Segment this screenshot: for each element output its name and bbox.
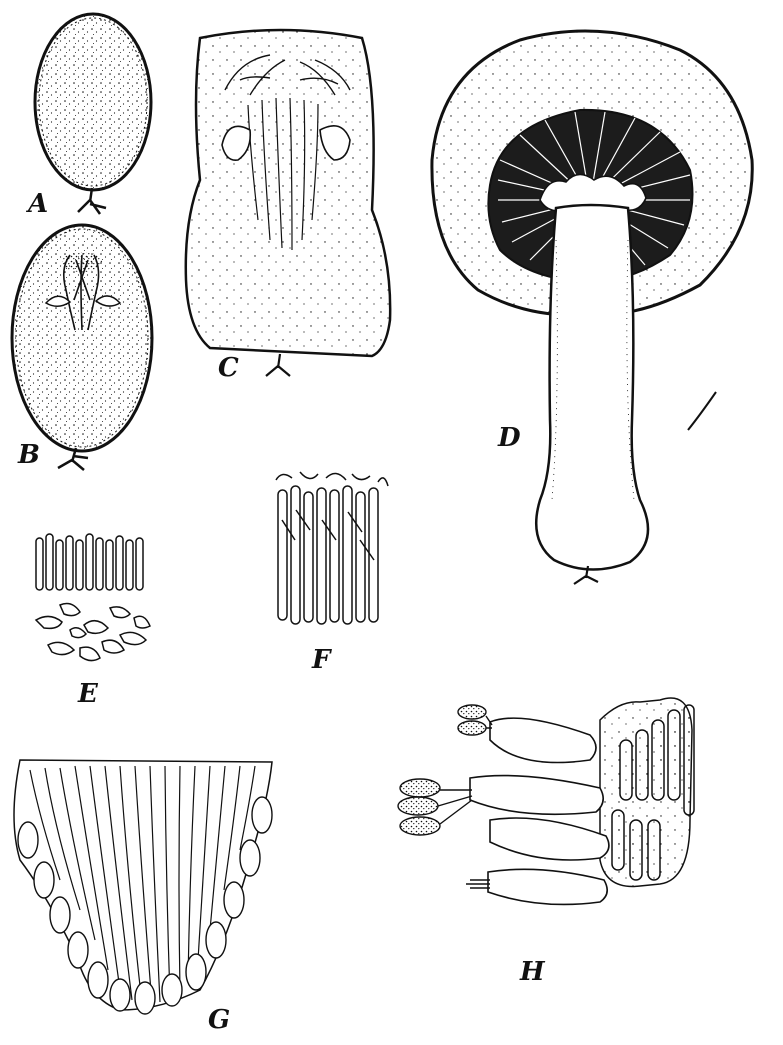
panel-label-e: E [77,679,99,709]
panel-c-young-section [186,30,390,376]
panel-f-hyphae [276,472,388,624]
panel-h-basidia [398,698,694,904]
panel-label-b: B [17,440,40,470]
panel-g-gill-trama [14,760,272,1014]
panel-b-button-section [12,225,152,470]
panel-label-g: G [208,1005,230,1035]
panel-label-h: H [519,957,546,987]
panel-d-mature-mushroom [432,31,752,584]
panel-a-button-stage [35,14,151,214]
panel-label-a: A [25,189,48,219]
panel-label-f: F [311,645,332,675]
panel-label-c: C [218,353,239,383]
panel-label-d: D [497,423,521,453]
panel-e-hyphae [36,534,150,661]
